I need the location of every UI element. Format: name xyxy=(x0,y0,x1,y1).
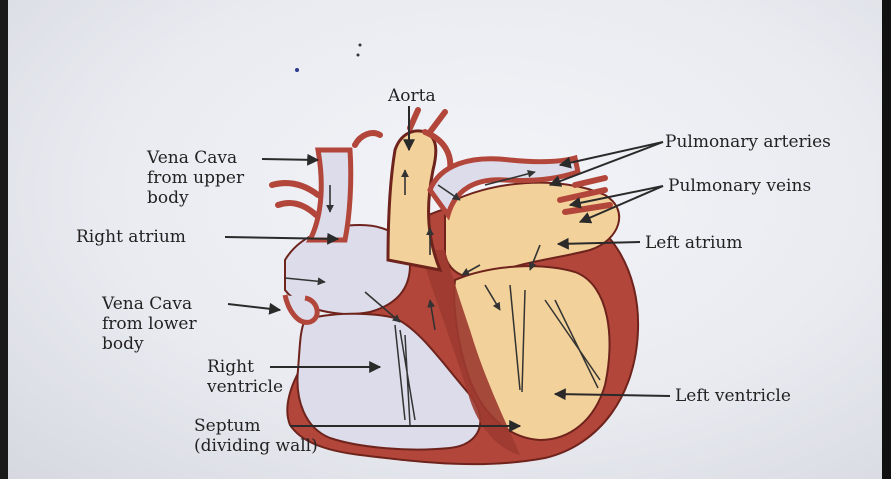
label-vena-cava-lower-line1: Vena Cava xyxy=(102,294,192,314)
aorta-vessel xyxy=(388,131,440,270)
label-left-ventricle: Left ventricle xyxy=(675,386,791,406)
label-left-atrium: Left atrium xyxy=(645,233,742,253)
paper-speck xyxy=(295,68,299,72)
paper-speck xyxy=(357,54,360,57)
label-vena-cava-upper-line2: from upper xyxy=(147,168,244,188)
label-vena-cava-upper-line3: body xyxy=(147,188,189,208)
label-pulmonary-arteries: Pulmonary arteries xyxy=(665,132,831,152)
label-pulmonary-veins: Pulmonary veins xyxy=(668,176,811,196)
inferior-vena-cava xyxy=(285,295,317,322)
label-aorta: Aorta xyxy=(388,86,436,106)
label-right-ventricle-line1: Right xyxy=(207,357,254,377)
label-right-ventricle-line2: ventricle xyxy=(207,377,283,397)
label-right-atrium: Right atrium xyxy=(76,227,186,247)
label-vena-cava-lower-line2: from lower xyxy=(102,314,197,334)
label-septum-line1: Septum xyxy=(194,416,261,436)
label-septum-line2: (dividing wall) xyxy=(194,436,318,456)
label-vena-cava-lower-line3: body xyxy=(102,334,144,354)
paper-speck xyxy=(359,44,362,47)
label-vena-cava-upper-line1: Vena Cava xyxy=(147,148,237,168)
